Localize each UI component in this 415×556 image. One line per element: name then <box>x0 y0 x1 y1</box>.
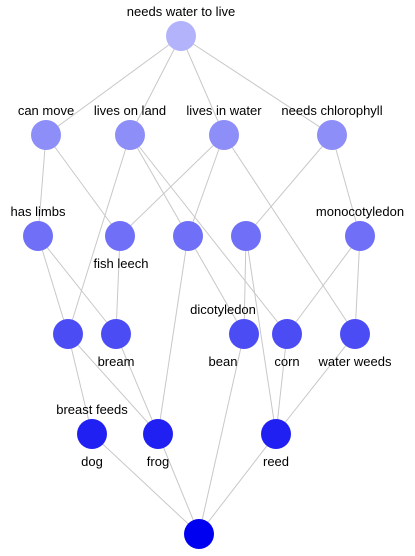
edge-top-to-lives-in-water <box>180 35 225 136</box>
node-fish-leech[interactable] <box>105 221 135 251</box>
edge-chloro-water-to-reed <box>245 235 277 435</box>
edge-lives-on-land-to-land-water <box>129 134 189 237</box>
node-monocotyledon[interactable] <box>345 221 375 251</box>
node-water-weeds[interactable] <box>340 319 370 349</box>
node-can-move[interactable] <box>31 120 61 150</box>
edge-bream-to-frog <box>115 333 159 435</box>
node-breast-feeds-dog-label-above: breast feeds <box>56 402 128 417</box>
edge-dog-to-bottom <box>91 433 200 535</box>
node-lives-in-water[interactable] <box>209 120 239 150</box>
edge-lives-in-water-to-water-weeds <box>223 134 356 335</box>
edge-bean-to-bottom <box>198 333 245 535</box>
edge-has-limbs-to-limbs-water <box>37 235 69 335</box>
node-frog[interactable] <box>143 419 173 449</box>
node-can-move-label-above: can move <box>18 103 74 118</box>
edge-lives-in-water-to-land-water <box>187 134 225 237</box>
node-dicotyledon-bean[interactable] <box>229 319 259 349</box>
node-reed-label-below: reed <box>263 454 289 469</box>
node-land-water[interactable] <box>173 221 203 251</box>
node-chlorophyll-water[interactable] <box>231 221 261 251</box>
edge-limbs-water-to-frog <box>67 333 159 435</box>
edge-lives-on-land-to-limbs-water <box>67 134 131 335</box>
lattice-edges <box>37 35 361 535</box>
edge-top-to-can-move <box>45 35 182 136</box>
edge-can-move-to-fish-leech <box>45 134 121 237</box>
edge-land-water-to-frog <box>157 235 189 435</box>
node-lives-on-land[interactable] <box>115 120 145 150</box>
node-bream[interactable] <box>101 319 131 349</box>
node-dicotyledon-bean-label-below: bean <box>209 354 238 369</box>
node-needs-chlorophyll-label-above: needs chlorophyll <box>281 103 382 118</box>
edge-land-water-to-bean <box>187 235 245 335</box>
node-needs-water-to-live[interactable] <box>166 21 196 51</box>
edge-needs-chloro-to-monocot <box>331 134 361 237</box>
edge-chloro-water-to-bean <box>243 235 247 335</box>
edge-lives-on-land-to-corn <box>129 134 288 335</box>
node-monocotyledon-label-above: monocotyledon <box>316 204 404 219</box>
edge-top-to-needs-chloro <box>180 35 333 136</box>
node-reed[interactable] <box>261 419 291 449</box>
edge-needs-chloro-to-chloro-water <box>245 134 333 237</box>
edge-has-limbs-to-bream <box>37 235 117 335</box>
edge-lives-in-water-to-fish-leech <box>119 134 225 237</box>
node-breast-feeds-dog[interactable] <box>77 419 107 449</box>
edge-fish-leech-to-bream <box>115 235 121 335</box>
node-lives-in-water-label-above: lives in water <box>186 103 262 118</box>
edge-monocot-to-corn <box>286 235 361 335</box>
edge-monocot-to-water-weeds <box>354 235 361 335</box>
edge-corn-to-reed <box>275 333 288 435</box>
node-has-limbs[interactable] <box>23 221 53 251</box>
edge-water-weeds-to-reed <box>275 333 356 435</box>
edge-reed-to-bottom <box>198 433 277 535</box>
edge-can-move-to-has-limbs <box>37 134 47 237</box>
node-bottom[interactable] <box>184 519 214 549</box>
lattice-labels: needs water to live can move lives on land… <box>11 4 405 469</box>
edge-top-to-lives-on-land <box>129 35 182 136</box>
node-breast-feeds-dog-label-below: dog <box>81 454 103 469</box>
node-bream-label-below: bream <box>98 354 135 369</box>
node-has-limbs-label-above: has limbs <box>11 204 66 219</box>
node-dicotyledon-bean-label-above: dicotyledon <box>190 302 256 317</box>
node-water-weeds-label-below: water weeds <box>318 354 392 369</box>
node-needs-water-to-live-label-above: needs water to live <box>127 4 235 19</box>
node-corn-label-below: corn <box>274 354 299 369</box>
node-lives-on-land-label-above: lives on land <box>94 103 166 118</box>
lattice-nodes <box>23 21 375 549</box>
node-limbs-water[interactable] <box>53 319 83 349</box>
node-frog-label-below: frog <box>147 454 169 469</box>
node-fish-leech-label-below: fish leech <box>94 256 149 271</box>
edge-frog-to-bottom <box>157 433 200 535</box>
node-corn[interactable] <box>272 319 302 349</box>
node-needs-chlorophyll[interactable] <box>317 120 347 150</box>
edge-limbs-water-to-dog <box>67 333 93 435</box>
